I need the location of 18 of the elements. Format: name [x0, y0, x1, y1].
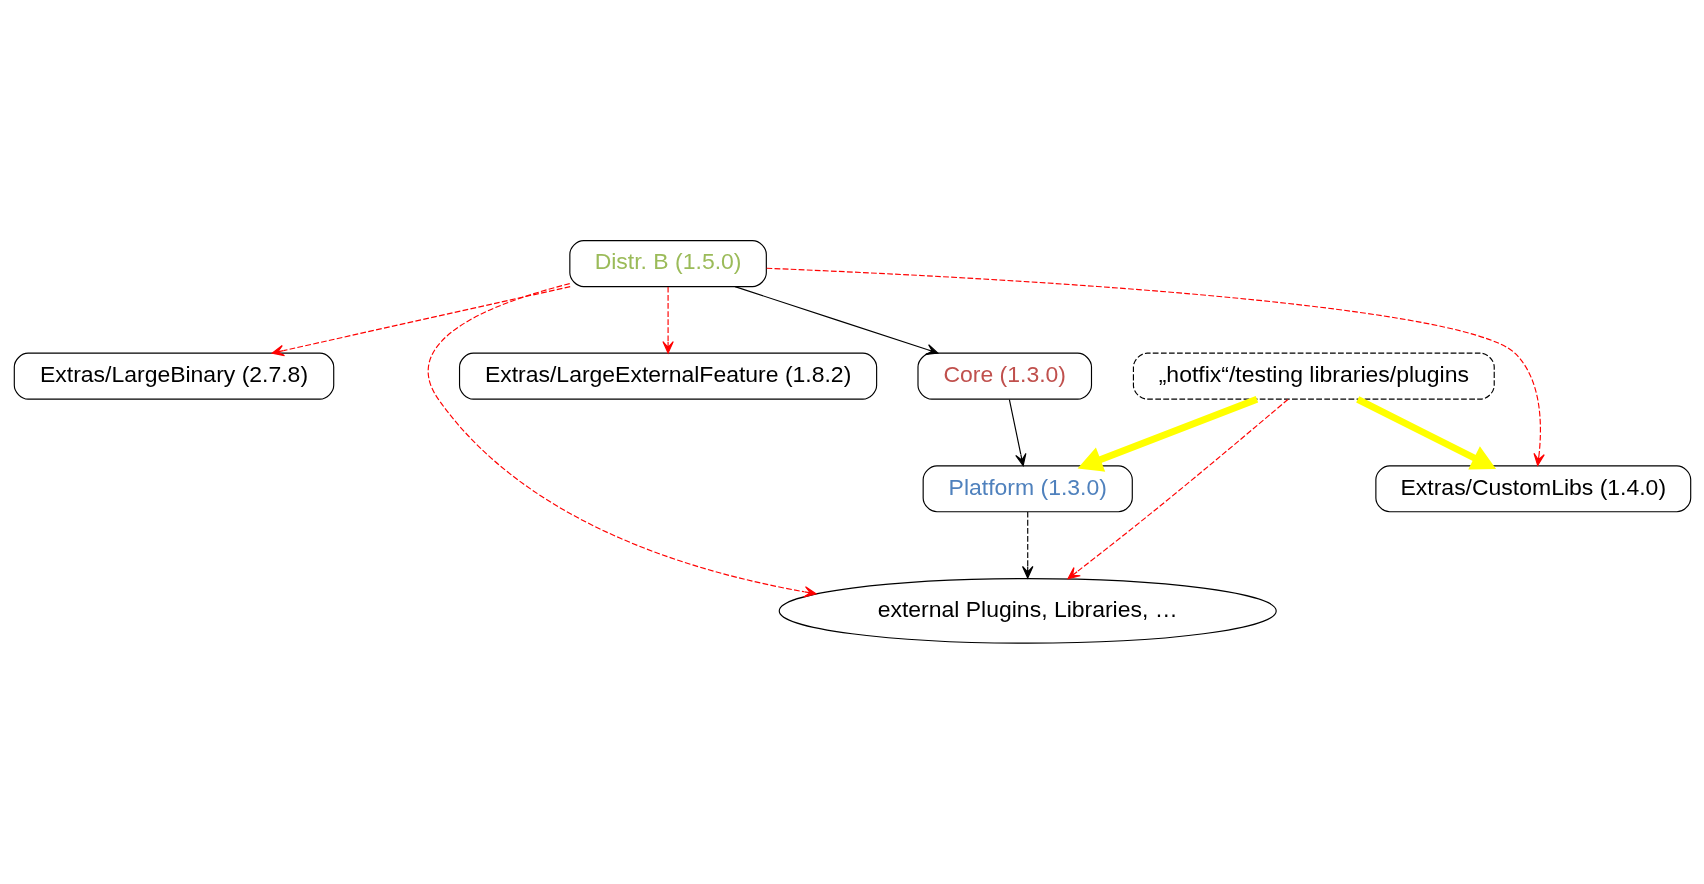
arrow	[765, 267, 1545, 466]
arrow	[1021, 511, 1033, 579]
arrow	[661, 286, 674, 354]
arrow	[1355, 396, 1496, 470]
arrow	[1077, 396, 1258, 472]
arrow	[1008, 399, 1026, 467]
node-box: Platform (1.3.0)	[922, 465, 1133, 513]
arrow	[427, 283, 817, 598]
node-box: Extras/CustomLibs (1.4.0)	[1374, 465, 1691, 513]
node-box: Extras/LargeBinary (2.7.8)	[13, 352, 334, 400]
arrow	[1066, 398, 1288, 580]
arrow	[733, 286, 939, 356]
node-ellipse: external Plugins, Libraries, …	[778, 578, 1277, 644]
node-box: Core (1.3.0)	[916, 352, 1092, 400]
node-box: Extras/LargeExternalFeature (1.8.2)	[458, 352, 877, 400]
node-box: „hotfix“/testing libraries/plugins	[1132, 352, 1495, 400]
node-box: Distr. B (1.5.0)	[568, 240, 767, 288]
arrow	[271, 286, 571, 357]
